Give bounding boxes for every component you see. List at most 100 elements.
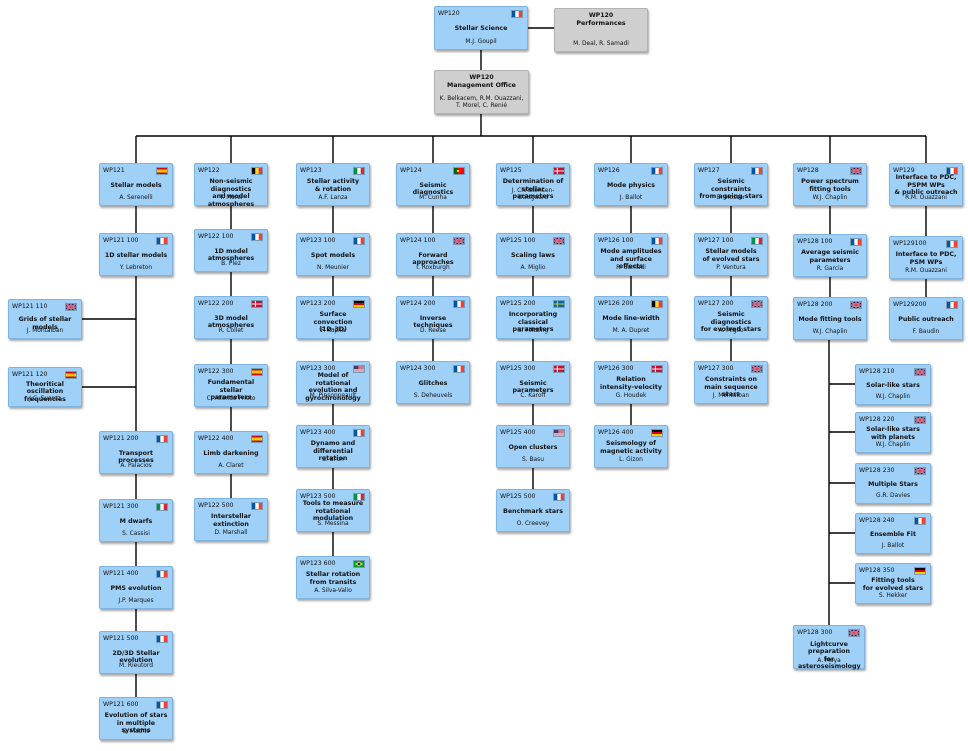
es-flag-icon: [251, 368, 263, 376]
uk-flag-icon: [453, 237, 465, 245]
fr-flag-icon: [156, 570, 168, 578]
wp-lead: D. Reese: [419, 327, 447, 334]
wp-title: Forward approaches: [412, 251, 454, 267]
uk-flag-icon: [914, 368, 926, 376]
wp-code: WP123 400: [300, 429, 336, 436]
wp-lead: G. Houdek: [615, 392, 647, 399]
wp-title: Benchmark stars: [503, 507, 563, 515]
wp-title: Spot models: [310, 251, 356, 259]
wp-lead: N. Meunier: [316, 264, 349, 271]
wp-code: WP125 200: [500, 300, 536, 307]
wp-lead: S. Brun: [322, 456, 344, 463]
wp-title: M dwarfs: [119, 517, 153, 525]
wp-title: Model of rotational evolution and gyroch…: [305, 372, 361, 402]
wp-code: WP125 100: [500, 237, 536, 244]
wp-title: 3D model atmospheres: [207, 314, 255, 330]
wp-title: Seismic diagnostics for evolved stars: [700, 311, 762, 334]
dk-flag-icon: [553, 167, 565, 175]
wp-title: Lightcurve preparation for asteroseismol…: [798, 640, 861, 671]
it-flag-icon: [353, 167, 365, 175]
wp-lead: R. Garcia: [816, 265, 844, 272]
wp-code: WP124: [400, 167, 422, 174]
fr-flag-icon: [651, 167, 663, 175]
wp-code: WP126 400: [598, 429, 634, 436]
wp-lead: G.R. Davies: [875, 492, 911, 499]
wp-title: 1D model atmospheres: [207, 247, 255, 263]
uk-flag-icon: [553, 237, 565, 245]
wp-lead: J. Ballot: [619, 194, 643, 201]
fr-flag-icon: [156, 435, 168, 443]
wp-code: WP128 200: [797, 301, 833, 308]
wp-code: WP125: [500, 167, 522, 174]
wp-lead: O. Creevey: [516, 520, 550, 527]
wp-title: 1D stellar models: [104, 251, 168, 259]
fr-flag-icon: [850, 238, 862, 246]
wp-lead: W.J. Chaplin: [875, 393, 911, 400]
wp-title: Public outreach: [898, 315, 954, 323]
wp-title: Average seismic parameters: [801, 249, 859, 264]
wp-lead: S. Cassisi: [122, 530, 150, 537]
fr-flag-icon: [353, 429, 365, 437]
us-flag-icon: [553, 429, 565, 437]
wp-code: WP120: [469, 74, 494, 81]
uk-flag-icon: [65, 303, 77, 311]
